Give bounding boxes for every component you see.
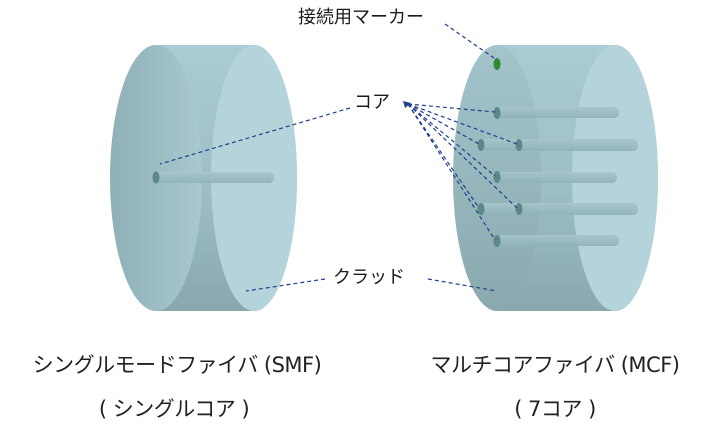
mcf-caption-title: マルチコアファイバ (MCF)	[430, 353, 680, 377]
mcf-core-rod	[497, 172, 617, 183]
mcf-core-rod	[497, 235, 619, 246]
mcf-core	[493, 235, 501, 247]
mcf-cylinder	[453, 45, 658, 311]
core-leader-mcf	[407, 103, 496, 241]
mcf-core-rod	[481, 203, 638, 215]
mcf-core	[493, 107, 501, 119]
core-leader-mcf	[407, 103, 496, 177]
smf-core	[152, 171, 160, 184]
core-leader-arrowhead	[403, 101, 411, 108]
core-leader-smf	[159, 107, 351, 165]
smf-caption-title: シングルモードファイバ (SMF)	[32, 353, 322, 377]
mcf-core	[493, 171, 501, 183]
smf-caption-sub: ( シングルコア )	[98, 397, 250, 421]
mcf-caption-sub: ( 7コア )	[514, 397, 596, 421]
connection-marker	[493, 58, 501, 70]
marker-label: 接続用マーカー	[298, 7, 424, 28]
mcf-core	[515, 203, 523, 215]
core-label: コア	[354, 92, 390, 113]
mcf-core	[477, 203, 485, 215]
leader-lines	[159, 23, 518, 292]
mcf-core-rod	[497, 107, 619, 118]
core-leader-mcf	[407, 103, 518, 145]
marker-leader	[444, 23, 495, 59]
smf-cylinder	[110, 45, 297, 311]
cladding-leader-smf	[245, 278, 326, 292]
smf-core-rod	[156, 172, 274, 183]
cladding-label: クラッド	[333, 267, 405, 288]
mcf-core-rod	[481, 139, 638, 151]
mcf-core	[477, 139, 485, 151]
core-leader-mcf	[407, 103, 496, 113]
mcf-core	[515, 139, 523, 151]
cladding-leader-mcf	[427, 278, 498, 292]
